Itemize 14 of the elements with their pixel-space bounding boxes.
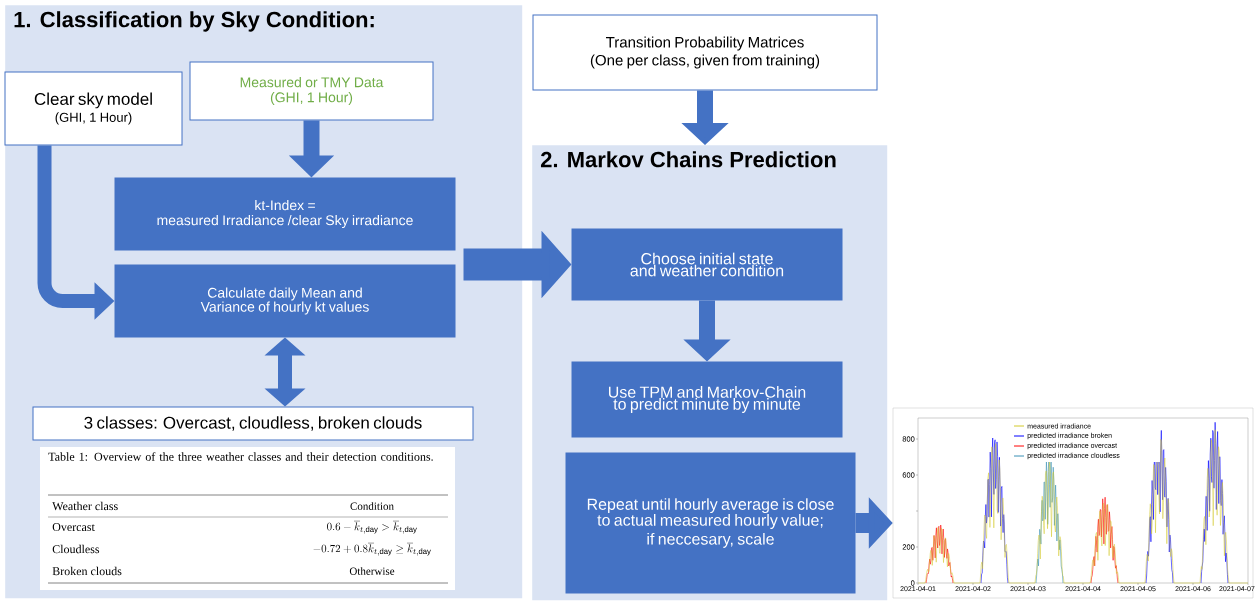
table-cell: Weather class	[52, 501, 118, 511]
table-cell: $0.6-\overline{k}_{t,\mathrm{day}}>\overline{k}_{t,\mathrm{day}}$	[327, 521, 417, 534]
table-cell: Condition	[350, 502, 394, 510]
table-cell: Broken clouds	[52, 566, 122, 576]
input-box: Clear sky model (GHI, 1 Hour)	[4, 71, 183, 146]
table-cell: $-0.72+0.8\overline{k}_{t,\mathrm{day}}\geq\overline{k}_{t,\mathrm{day}}$	[313, 543, 431, 556]
input-box: 3 classes: Overcast, cloudless, broken clouds	[32, 406, 474, 441]
input-box: Measured or TMY Data (GHI, 1 Hour)	[189, 61, 434, 121]
table-cell: Overcast	[52, 522, 95, 532]
table-cell: Cloudless	[52, 544, 100, 554]
table-cell: Otherwise	[349, 567, 395, 575]
process-box: Repeat until hourly average is close to actual measured hourly value; if neccesary, scale	[565, 452, 856, 594]
input-box: Transition Probability Matrices (One per class, given from training)	[532, 14, 878, 91]
table-caption: Table 1: Overview of the three weather classes and their detection conditions.	[48, 452, 433, 461]
